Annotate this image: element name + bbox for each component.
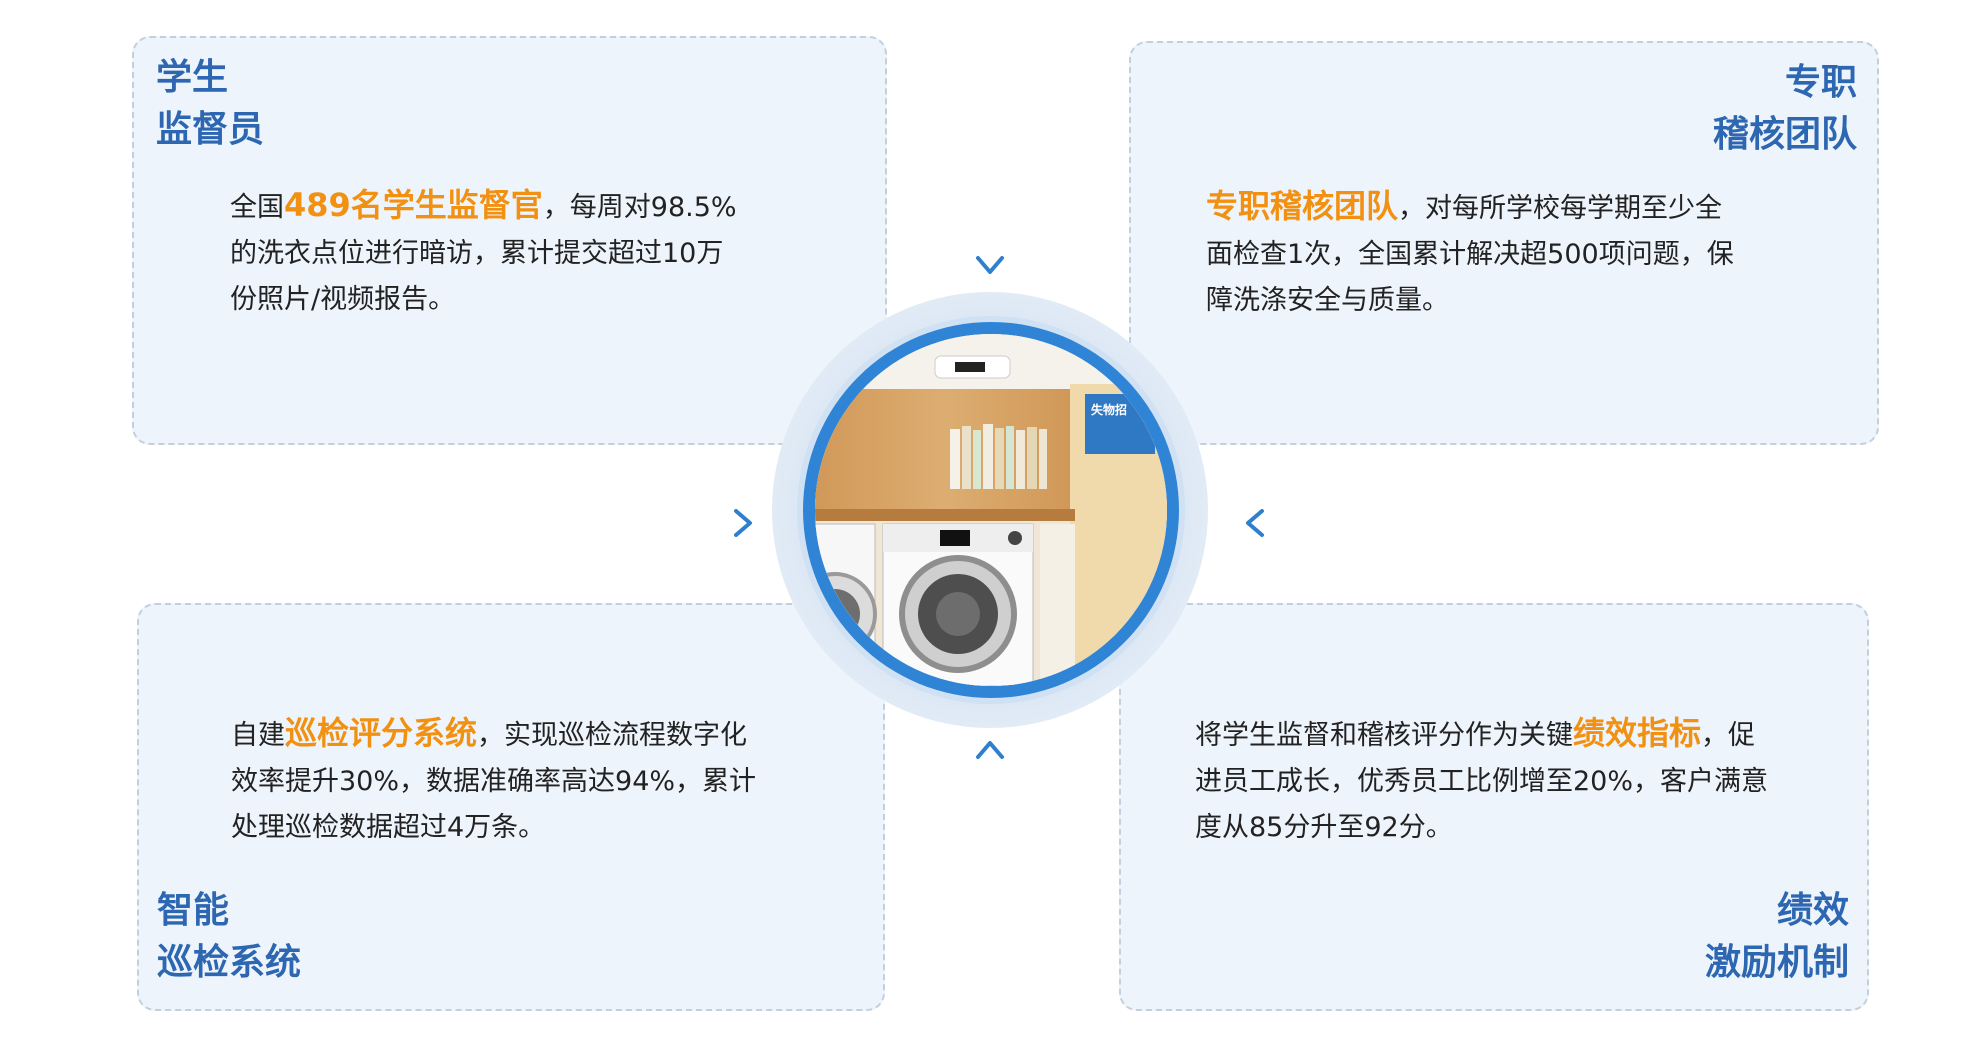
body-line: 自建巡检评分系统，实现巡检流程数字化 — [231, 710, 831, 759]
title-line: 智能 — [157, 890, 230, 931]
card-description: 专职稽核团队，对每所学校每学期至少全 面检查1次，全国累计解决超500项问题，保… — [1206, 183, 1816, 324]
highlight-text: 489名学生监督官 — [284, 186, 543, 224]
body-text: ，每周对98.5% — [542, 192, 737, 223]
body-line: 份照片/视频报告。 — [230, 284, 456, 315]
card-performance-incentive: 将学生监督和稽核评分作为关键绩效指标，促 进员工成长，优秀员工比例增至20%，客… — [1119, 603, 1869, 1011]
body-line: 将学生监督和稽核评分作为关键绩效指标，促 — [1195, 710, 1845, 759]
title-line: 学生 — [156, 57, 229, 98]
body-text: 将学生监督和稽核评分作为关键 — [1195, 720, 1573, 751]
card-title: 智能 巡检系统 — [157, 885, 301, 989]
body-line: 障洗涤安全与质量。 — [1206, 285, 1449, 316]
body-line: 专职稽核团队，对每所学校每学期至少全 — [1206, 183, 1816, 232]
body-text: 全国 — [230, 192, 284, 223]
body-text: 自建 — [231, 720, 285, 751]
arrow-left-icon — [1246, 509, 1900, 537]
title-line: 专职 — [1784, 62, 1857, 103]
title-line: 绩效 — [1776, 890, 1849, 931]
body-text: ，对每所学校每学期至少全 — [1398, 193, 1723, 224]
highlight-text: 巡检评分系统 — [285, 714, 478, 752]
body-line: 处理巡检数据超过4万条。 — [231, 812, 546, 843]
body-line: 的洗衣点位进行暗访，累计提交超过10万 — [230, 238, 724, 269]
card-title: 专职 稽核团队 — [1713, 57, 1857, 161]
card-title: 学生 监督员 — [156, 52, 264, 156]
arrow-up-icon — [976, 741, 1004, 990]
card-description: 自建巡检评分系统，实现巡检流程数字化 效率提升30%，数据准确率高达94%，累计… — [231, 710, 831, 851]
body-line: 面检查1次，全国累计解决超500项问题，保 — [1206, 239, 1734, 270]
lost-and-found-sign: 失物招 — [1091, 402, 1127, 417]
title-line: 激励机制 — [1704, 942, 1849, 983]
body-line: 度从85分升至92分。 — [1195, 812, 1453, 843]
arrow-right-icon — [100, 509, 752, 537]
highlight-text: 绩效指标 — [1573, 714, 1702, 752]
card-inspection-system: 自建巡检评分系统，实现巡检流程数字化 效率提升30%，数据准确率高达94%，累计… — [137, 603, 885, 1011]
body-text: ，促 — [1701, 720, 1756, 751]
title-line: 稽核团队 — [1712, 114, 1857, 155]
arrow-down-icon — [976, 40, 1004, 274]
laundry-illustration: 失物招 — [815, 334, 1167, 686]
card-title: 绩效 激励机制 — [1705, 885, 1849, 989]
body-line: 效率提升30%，数据准确率高达94%，累计 — [231, 766, 757, 797]
card-description: 将学生监督和稽核评分作为关键绩效指标，促 进员工成长，优秀员工比例增至20%，客… — [1195, 710, 1845, 851]
title-line: 监督员 — [156, 109, 265, 150]
highlight-text: 专职稽核团队 — [1206, 187, 1399, 225]
card-audit-team: 专职 稽核团队 专职稽核团队，对每所学校每学期至少全 面检查1次，全国累计解决超… — [1129, 41, 1879, 445]
body-line: 全国489名学生监督官，每周对98.5% — [230, 182, 830, 231]
card-description: 全国489名学生监督官，每周对98.5% 的洗衣点位进行暗访，累计提交超过10万… — [230, 182, 830, 323]
body-text: ，实现巡检流程数字化 — [477, 720, 748, 751]
laundry-room-photo: 失物招 — [815, 334, 1167, 686]
body-line: 进员工成长，优秀员工比例增至20%，客户满意 — [1195, 766, 1769, 797]
title-line: 巡检系统 — [157, 942, 302, 983]
card-student-supervisor: 学生 监督员 全国489名学生监督官，每周对98.5% 的洗衣点位进行暗访，累计… — [132, 36, 887, 445]
